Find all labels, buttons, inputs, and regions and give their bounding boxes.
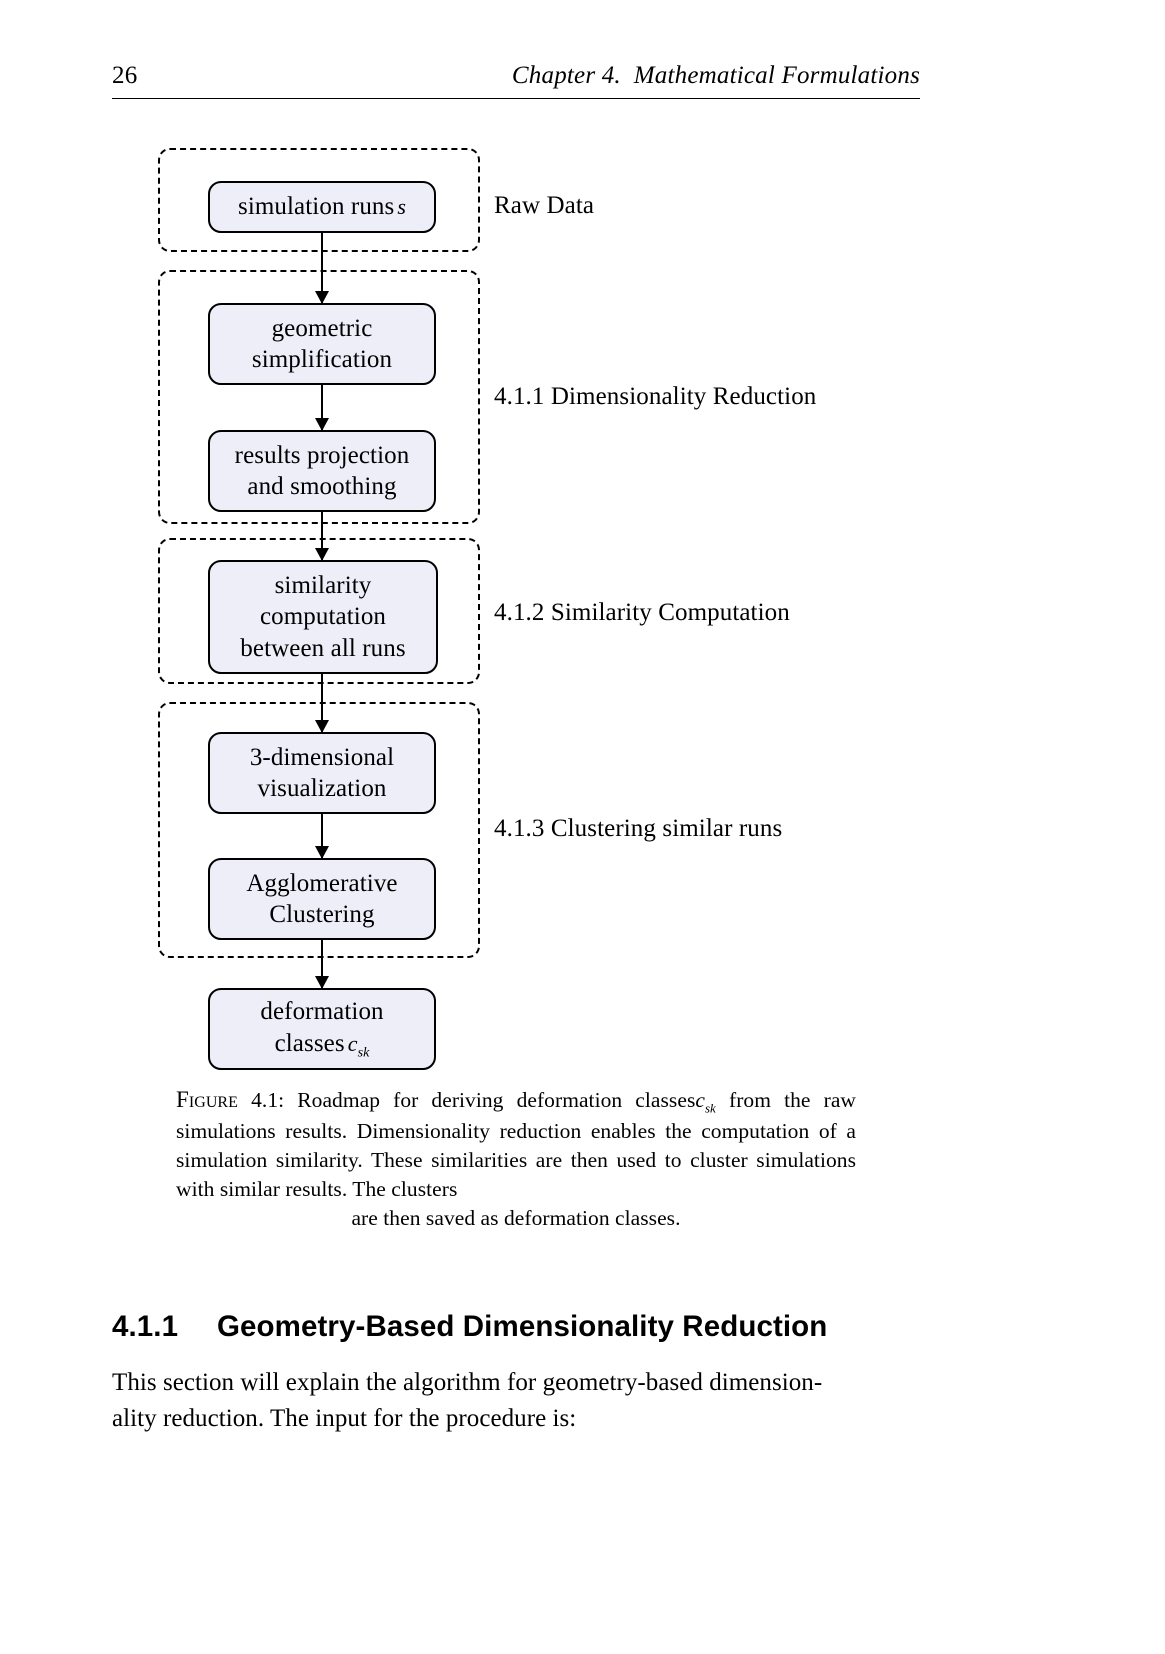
arrow-geometric-to-projection: [321, 385, 324, 430]
figure-caption-text-1: Roadmap for deriving deformation classes: [297, 1088, 696, 1112]
node-similarity-computation: similarity computation between all runs: [208, 560, 438, 674]
node-simulation-runs-variable: s: [397, 194, 407, 220]
figure-caption-label: Figure: [176, 1087, 238, 1112]
node-visualization-line-2: visualization: [257, 775, 387, 802]
label-dimensionality-reduction: 4.1.1 Dimensionality Reduction: [494, 383, 817, 410]
body-paragraph-line-1: This section will explain the algorithm …: [112, 1369, 823, 1396]
figure-caption-number: 4.1:: [251, 1088, 285, 1112]
node-three-dimensional-visualization: 3-dimensional visualization: [208, 732, 436, 814]
node-similarity-line-1: similarity: [274, 571, 372, 599]
running-title: Chapter 4. Mathematical Formulations: [511, 62, 920, 89]
node-geometric-simplification: geometric simplification: [208, 303, 436, 385]
label-similarity-computation: 4.1.2 Similarity Computation: [494, 599, 790, 626]
section-heading: 4.1.1 Geometry-Based Dimensionality Redu…: [112, 1310, 932, 1344]
node-classes-line-1: deformation: [260, 998, 384, 1026]
label-raw-data: Raw Data: [494, 192, 595, 219]
arrow-visualization-to-clustering: [321, 814, 324, 858]
node-results-projection: results projection and smoothing: [208, 430, 436, 512]
label-clustering: 4.1.3 Clustering similar runs: [494, 815, 783, 842]
page-number: 26: [112, 62, 138, 89]
node-clustering-line-1: Agglomerative: [246, 869, 398, 897]
page-header: 26 Chapter 4. Mathematical Formulations: [112, 62, 920, 99]
node-clustering-line-2: Clustering: [269, 901, 375, 928]
node-similarity-line-2: computation: [259, 603, 387, 631]
node-geometric-line-2: simplification: [251, 346, 393, 373]
figure-caption-subscript: sk: [704, 1100, 716, 1116]
figure-caption-variable: csk: [695, 1088, 716, 1116]
node-simulation-runs-label: simulation runs: [237, 193, 395, 221]
body-paragraph: This section will explain the algorithm …: [112, 1365, 924, 1438]
node-classes-subscript: sk: [357, 1045, 370, 1061]
figure-caption: Figure 4.1: Roadmap for deriving deforma…: [176, 1085, 856, 1232]
section-title: Geometry-Based Dimensionality Reduction: [217, 1310, 828, 1343]
figure-caption-text-2: from the raw simulations results. Dimens…: [176, 1088, 856, 1201]
arrow-similarity-to-visualization: [321, 674, 324, 732]
body-paragraph-line-2: ality reduction. The input for the proce…: [112, 1405, 577, 1433]
figure-caption-last-line: are then saved as deformation classes.: [351, 1205, 681, 1230]
node-projection-line-2: and smoothing: [247, 473, 397, 500]
node-projection-line-1: results projection: [234, 441, 410, 469]
node-geometric-line-1: geometric: [271, 314, 373, 342]
node-agglomerative-clustering: Agglomerative Clustering: [208, 858, 436, 940]
group-dimensionality-reduction: [158, 270, 480, 524]
arrow-runs-to-geometric: [321, 233, 324, 303]
section-number: 4.1.1: [112, 1310, 179, 1343]
group-clustering: [158, 702, 480, 958]
group-raw-data: [158, 148, 480, 252]
node-classes-line-2: classes: [274, 1029, 345, 1057]
arrow-clustering-to-classes: [321, 940, 324, 988]
node-visualization-line-1: 3-dimensional: [249, 743, 395, 771]
node-classes-variable: csk: [347, 1030, 370, 1061]
group-similarity-computation: [158, 538, 480, 684]
node-similarity-line-3: between all runs: [240, 634, 406, 662]
arrow-projection-to-similarity: [321, 512, 324, 560]
